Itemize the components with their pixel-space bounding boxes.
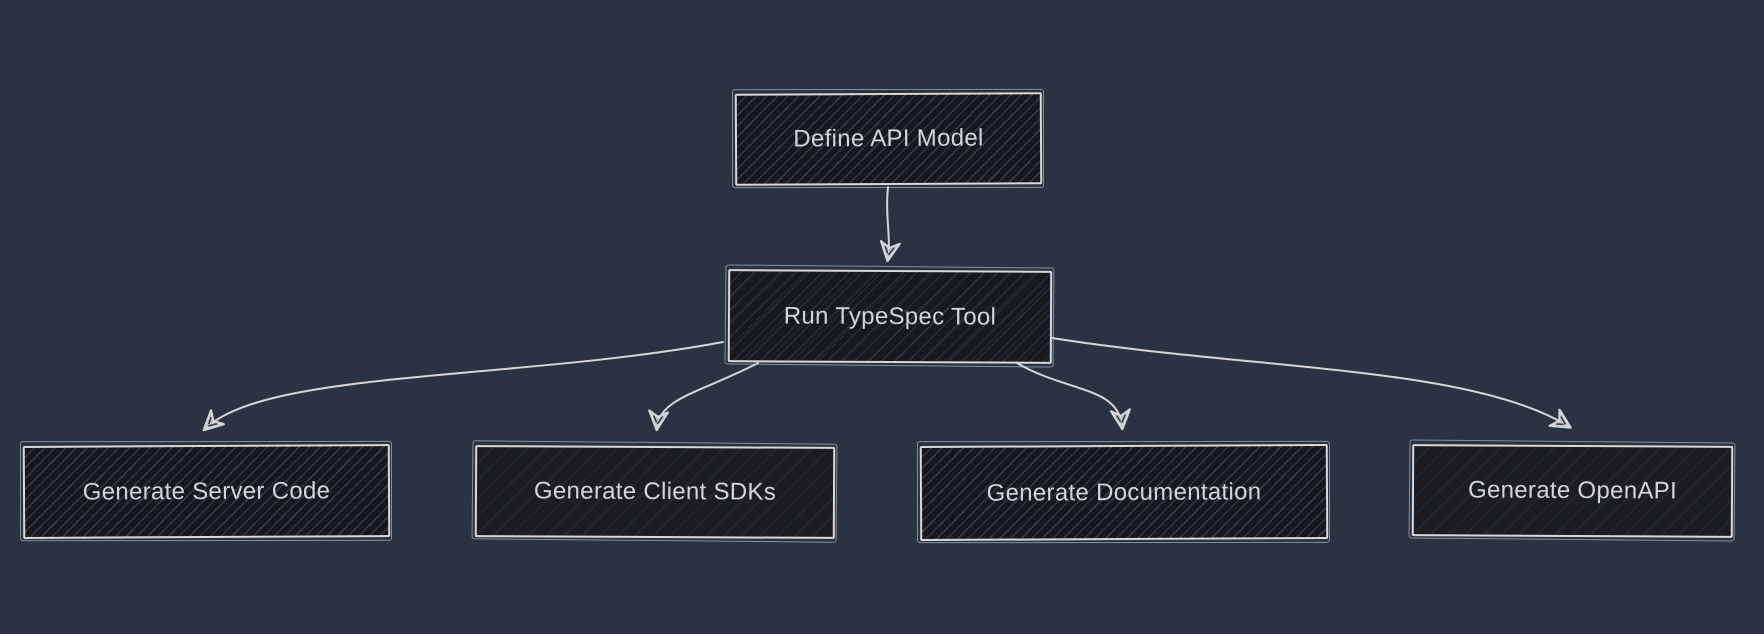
node-generate-openapi: Generate OpenAPI [1411,444,1734,538]
node-label: Generate OpenAPI [1467,476,1678,505]
edge-run-typespec-tool-to-generate-documentation [1016,362,1131,431]
edge-run-typespec-tool-to-generate-server-code [202,341,724,432]
node-generate-client-sdks: Generate Client SDKs [474,445,836,539]
edge-run-typespec-tool-to-generate-client-sdks [648,362,759,432]
node-label: Define API Model [793,124,984,153]
node-generate-server-code: Generate Server Code [22,444,391,539]
edge-define-api-model-to-run-typespec-tool [879,186,901,263]
node-label: Run TypeSpec Tool [783,301,997,331]
node-label: Generate Server Code [82,476,331,506]
edge-run-typespec-tool-to-generate-openapi [1051,337,1572,429]
node-label: Generate Documentation [986,477,1262,507]
node-generate-documentation: Generate Documentation [919,443,1329,542]
node-label: Generate Client SDKs [533,477,777,506]
node-define-api-model: Define API Model [734,92,1043,186]
node-run-typespec-tool: Run TypeSpec Tool [727,269,1053,364]
